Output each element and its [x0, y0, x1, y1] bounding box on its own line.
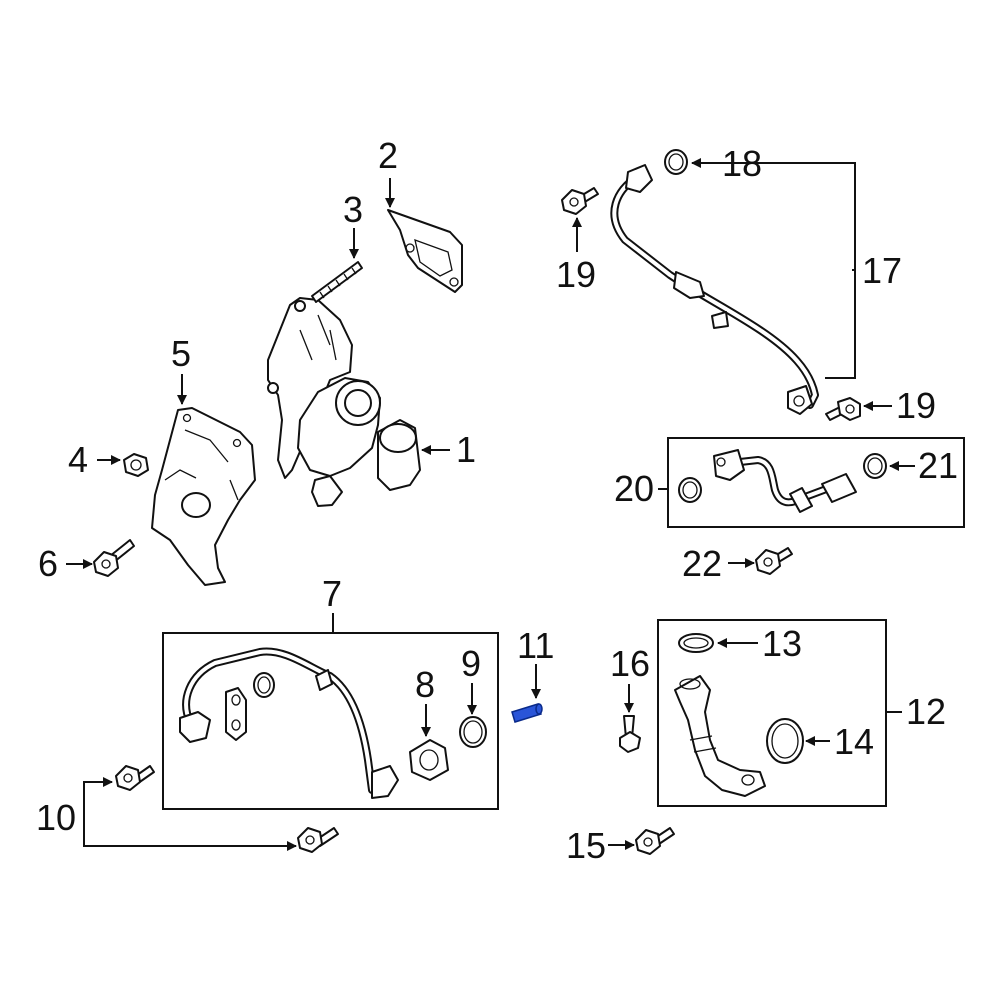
heat-shield-part[interactable] — [151, 407, 256, 586]
o-ring-part-21[interactable] — [863, 453, 887, 479]
bolt-part-16[interactable] — [619, 715, 641, 753]
bracket-17 — [742, 162, 856, 379]
bolt-part-22[interactable] — [755, 547, 793, 575]
callout-7: 7 — [322, 573, 342, 614]
callout-4: 4 — [68, 439, 88, 480]
callout-21: 21 — [918, 445, 958, 486]
callout-16: 16 — [610, 643, 650, 684]
callout-14: 14 — [834, 721, 874, 762]
callout-labels: 1 2 3 4 5 6 7 8 9 10 11 12 13 14 15 16 1… — [36, 135, 958, 866]
leader-lines — [66, 158, 915, 851]
group-box-20 — [667, 437, 965, 528]
callout-15: 15 — [566, 825, 606, 866]
callout-19a: 19 — [556, 254, 596, 295]
callout-19b: 19 — [896, 385, 936, 426]
callout-5: 5 — [171, 333, 191, 374]
callout-1: 1 — [456, 429, 476, 470]
nut-part[interactable] — [123, 453, 149, 477]
callout-22: 22 — [682, 543, 722, 584]
bolt-part-19b[interactable] — [825, 397, 861, 421]
highlighted-pin-part-11[interactable] — [511, 703, 543, 723]
coolant-line-part-17[interactable] — [610, 164, 819, 415]
callout-18: 18 — [722, 143, 762, 184]
bolt-part-6[interactable] — [93, 539, 135, 577]
callout-17: 17 — [862, 250, 902, 291]
o-ring-part-18[interactable] — [664, 149, 688, 175]
o-ring-part-13[interactable] — [678, 633, 714, 653]
o-ring-part-14[interactable] — [766, 718, 804, 764]
return-line-part-20[interactable] — [678, 449, 857, 513]
o-ring-part-9[interactable] — [459, 716, 487, 748]
coolant-pipe-part-12[interactable] — [674, 675, 766, 797]
callout-9: 9 — [461, 643, 481, 684]
group-box-7 — [162, 632, 499, 810]
gasket-part[interactable] — [387, 209, 463, 293]
bolt-part-10a[interactable] — [115, 765, 155, 791]
callout-11: 11 — [517, 625, 554, 666]
callout-2: 2 — [378, 135, 398, 176]
oil-feed-line-part[interactable] — [179, 647, 399, 799]
turbocharger-part[interactable] — [267, 297, 421, 507]
bolt-part-19a[interactable] — [561, 187, 599, 215]
callout-3: 3 — [343, 189, 363, 230]
callout-20: 20 — [614, 468, 654, 509]
bolt-part-10b[interactable] — [297, 827, 339, 853]
callout-10: 10 — [36, 797, 76, 838]
callout-13: 13 — [762, 623, 802, 664]
bolt-part-15[interactable] — [635, 827, 675, 855]
callout-12: 12 — [906, 691, 946, 732]
stud-part[interactable] — [311, 261, 363, 303]
callout-8: 8 — [415, 664, 435, 705]
callout-6: 6 — [38, 543, 58, 584]
fitting-gasket-part-8[interactable] — [409, 739, 449, 781]
